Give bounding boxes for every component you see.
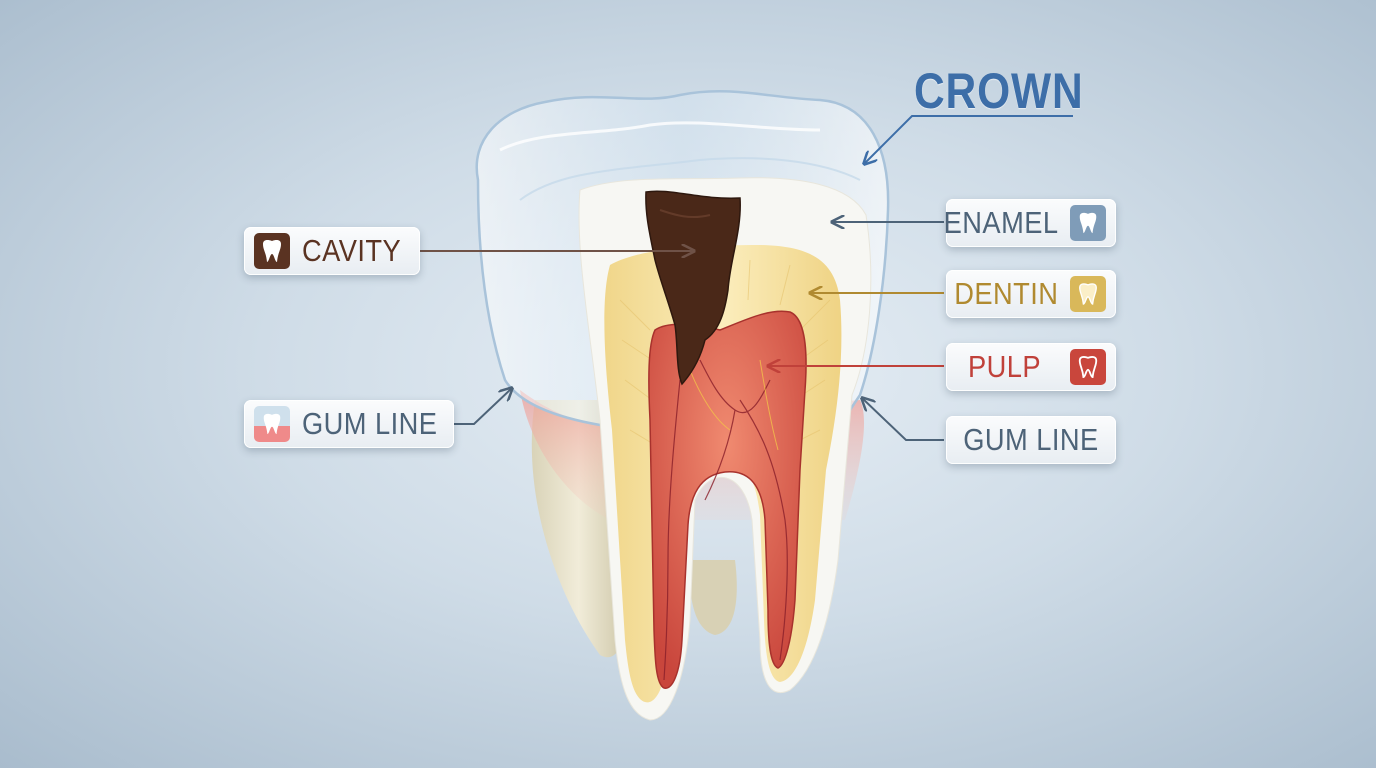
- back-root-middle: [689, 560, 737, 635]
- crown-leader: [864, 115, 1073, 164]
- cavity-decay: [645, 190, 741, 386]
- tooth-icon: [1070, 276, 1106, 312]
- gum-line-left-leader: [454, 388, 512, 425]
- tooth-icon: [1070, 349, 1106, 385]
- nerve-vessels: [663, 359, 788, 681]
- label-gum-line-right-text: GUM LINE: [963, 422, 1099, 457]
- label-cavity-text: CAVITY: [302, 233, 402, 268]
- tooth-icon: [254, 233, 290, 269]
- label-pulp: PULP: [946, 343, 1116, 391]
- nerve-vessels-yellow: [689, 359, 779, 451]
- pulp-chamber: [648, 310, 807, 689]
- label-gum-line-left: GUM LINE: [244, 400, 454, 448]
- gum-line-right-leader: [862, 398, 944, 441]
- leader-lines: [420, 115, 1073, 441]
- label-enamel: ENAMEL: [943, 199, 1116, 247]
- label-gum-line-right: GUM LINE: [946, 416, 1116, 464]
- gum-tooth-icon: [254, 406, 290, 442]
- tooth-icon: [1070, 205, 1106, 241]
- label-dentin: DENTIN: [946, 270, 1116, 318]
- crown-title: CROWN: [914, 63, 1084, 119]
- label-pulp-text: PULP: [967, 349, 1041, 384]
- label-cavity: CAVITY: [244, 227, 420, 275]
- label-enamel-text: ENAMEL: [943, 205, 1058, 240]
- label-gum-line-left-text: GUM LINE: [302, 406, 438, 441]
- label-dentin-text: DENTIN: [953, 276, 1058, 311]
